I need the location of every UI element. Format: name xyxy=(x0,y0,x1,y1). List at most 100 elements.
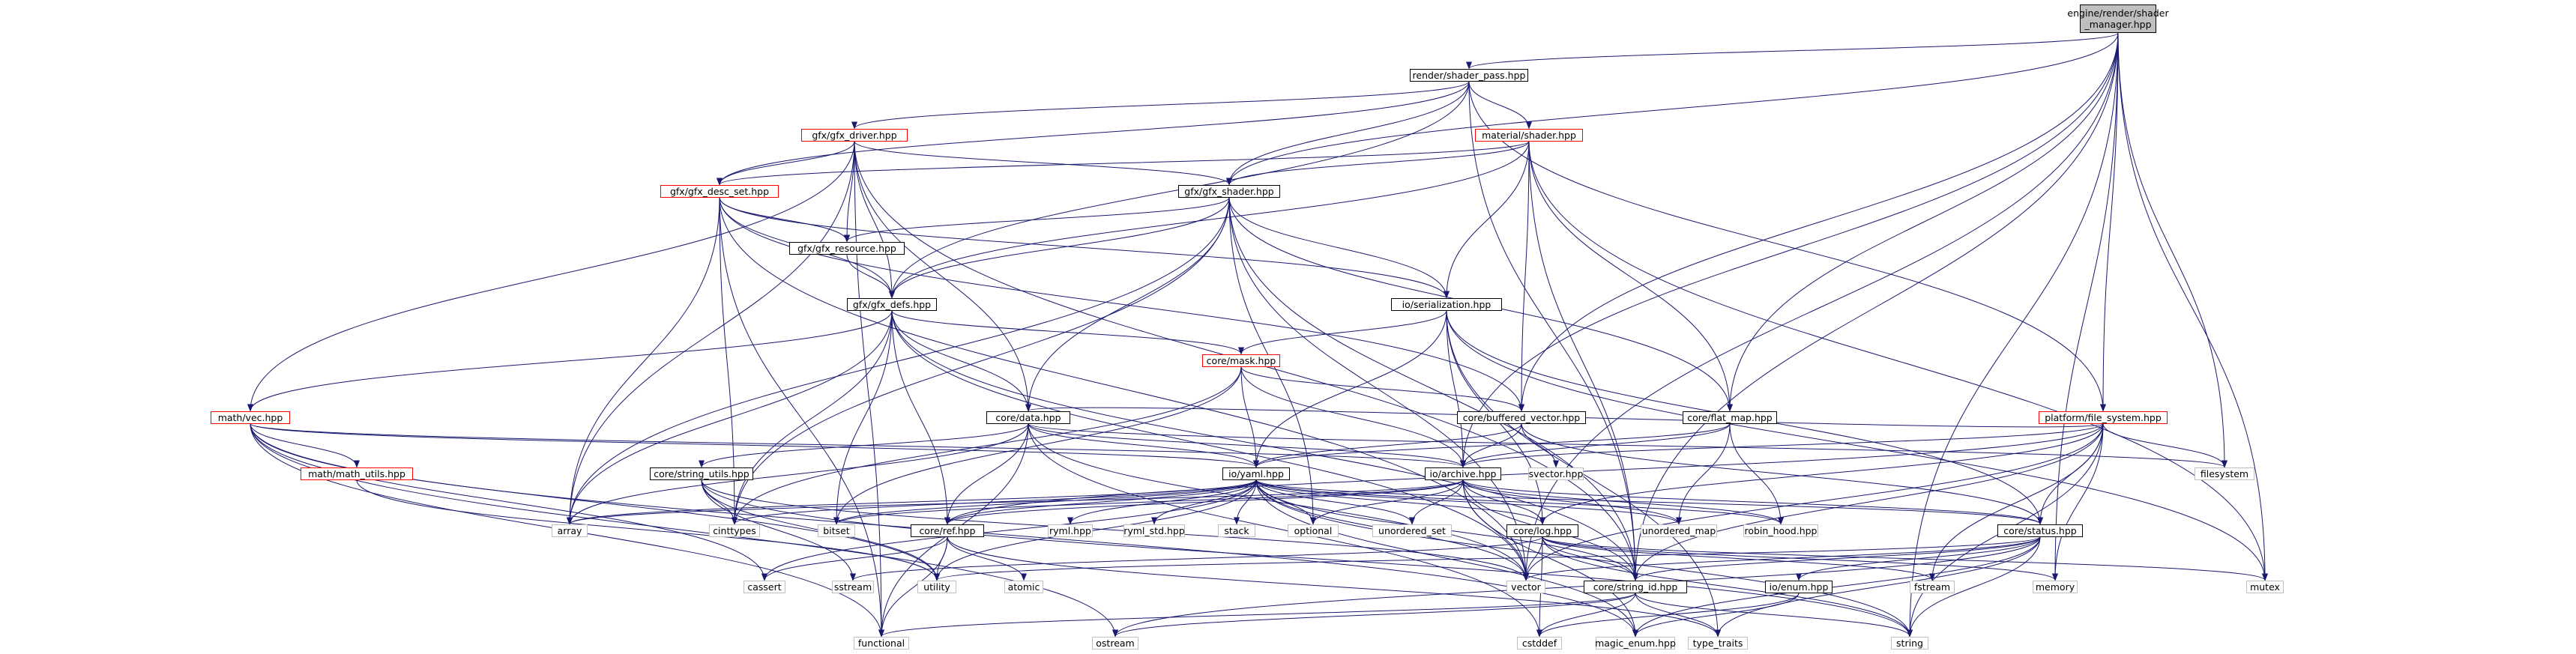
graph-node-gfx-desc-set[interactable]: gfx/gfx_desc_set.hpp xyxy=(660,184,779,198)
graph-node-unordered-set[interactable]: unordered_set xyxy=(1372,524,1452,537)
graph-node-stack[interactable]: stack xyxy=(1218,524,1255,537)
graph-node-core-data[interactable]: core/data.hpp xyxy=(986,411,1070,424)
graph-node-optional[interactable]: optional xyxy=(1288,524,1339,537)
graph-edge-io-yaml-to-stack xyxy=(1234,479,1257,525)
graph-node-core-string-utils[interactable]: core/string_utils.hpp xyxy=(650,467,753,480)
graph-node-core-log[interactable]: core/log.hpp xyxy=(1506,524,1578,537)
graph-node-gfx-defs[interactable]: gfx/gfx_defs.hpp xyxy=(847,297,937,311)
graph-edge-root-to-core-string-id xyxy=(1632,32,2119,581)
graph-edge-core-status-to-magic-enum xyxy=(1632,536,2041,638)
graph-edge-core-data-to-io-archive xyxy=(1028,423,1466,468)
graph-edge-core-status-to-vector xyxy=(1523,536,2041,581)
graph-edge-core-data-to-core-string-utils xyxy=(699,423,1029,468)
graph-node-vector[interactable]: vector xyxy=(1506,580,1545,593)
graph-node-sstream[interactable]: sstream xyxy=(832,580,874,593)
graph-node-string[interactable]: string xyxy=(1891,636,1928,650)
graph-edge-gfx-desc-set-to-cinttypes xyxy=(719,197,737,525)
graph-node-mutex[interactable]: mutex xyxy=(2246,580,2284,593)
graph-node-atomic[interactable]: atomic xyxy=(1004,580,1043,593)
graph-node-io-serialization[interactable]: io/serialization.hpp xyxy=(1391,297,1502,311)
graph-edge-core-string-utils-to-string xyxy=(701,479,1913,638)
graph-edge-gfx-desc-set-to-vector xyxy=(719,197,1529,581)
graph-edge-core-string-id-to-cstddef xyxy=(1536,593,1636,638)
graph-node-core-flat-map[interactable]: core/flat_map.hpp xyxy=(1683,411,1777,424)
graph-node-root[interactable]: engine/render/shader _manager.hpp xyxy=(2067,4,2169,33)
graph-edge-gfx-defs-to-core-string-id xyxy=(891,310,1638,581)
graph-node-core-mask[interactable]: core/mask.hpp xyxy=(1202,354,1280,367)
graph-node-ostream[interactable]: ostream xyxy=(1092,636,1138,650)
graph-node-gfx-resource[interactable]: gfx/gfx_resource.hpp xyxy=(789,241,905,255)
graph-node-math-utils[interactable]: math/math_utils.hpp xyxy=(301,467,413,480)
graph-edge-shader-pass-to-material-shader xyxy=(1468,81,1532,130)
graph-edge-core-log-to-fstream xyxy=(1542,536,1935,581)
graph-node-platform-fs[interactable]: platform/file_system.hpp xyxy=(2039,411,2168,424)
graph-node-functional[interactable]: functional xyxy=(854,636,909,650)
graph-node-ryml[interactable]: ryml.hpp xyxy=(1048,524,1093,537)
graph-edge-io-yaml-to-core-status xyxy=(1255,479,2043,525)
graph-node-core-ref[interactable]: core/ref.hpp xyxy=(911,524,984,537)
graph-edge-core-flat-map-to-robin-hood xyxy=(1729,423,1784,525)
graph-edge-io-archive-to-optional xyxy=(1310,479,1464,525)
graph-edge-core-log-to-sstream xyxy=(850,536,1543,581)
graph-edge-root-to-gfx-shader xyxy=(1226,32,2119,186)
graph-node-gfx-driver[interactable]: gfx/gfx_driver.hpp xyxy=(801,128,908,142)
graph-edge-io-serialization-to-io-yaml xyxy=(1253,310,1447,468)
graph-edge-io-enum-to-magic-enum xyxy=(1632,593,1800,638)
graph-edge-io-yaml-to-cinttypes xyxy=(732,479,1257,525)
graph-node-utility[interactable]: utility xyxy=(917,580,956,593)
graph-node-magic-enum[interactable]: magic_enum.hpp xyxy=(1595,636,1676,650)
graph-edge-gfx-driver-to-math-vec xyxy=(247,141,855,412)
graph-node-fstream[interactable]: fstream xyxy=(1910,580,1955,593)
graph-edge-gfx-defs-to-cinttypes xyxy=(732,310,893,525)
graph-edge-core-string-id-to-functional xyxy=(878,593,1636,638)
graph-node-cstddef[interactable]: cstddef xyxy=(1517,636,1562,650)
graph-node-memory[interactable]: memory xyxy=(2033,580,2078,593)
graph-edge-core-status-to-string xyxy=(1907,536,2041,638)
graph-edge-gfx-defs-to-array xyxy=(567,310,893,525)
graph-node-math-vec[interactable]: math/vec.hpp xyxy=(211,411,290,424)
graph-node-gfx-shader[interactable]: gfx/gfx_shader.hpp xyxy=(1178,184,1280,198)
graph-edge-gfx-desc-set-to-functional xyxy=(719,197,884,638)
graph-node-io-enum[interactable]: io/enum.hpp xyxy=(1765,580,1833,593)
graph-edge-gfx-driver-to-core-data xyxy=(854,141,1031,412)
graph-node-io-archive[interactable]: io/archive.hpp xyxy=(1425,467,1501,480)
graph-edge-core-string-utils-to-vector xyxy=(701,479,1529,581)
graph-edge-shader-pass-to-gfx-desc-set xyxy=(717,81,1470,186)
graph-edge-io-serialization-to-io-archive xyxy=(1446,310,1466,468)
graph-edge-root-to-shader-pass xyxy=(1466,32,2119,70)
graph-edge-material-shader-to-core-flat-map xyxy=(1528,141,1733,412)
graph-edge-core-buffered-vector-to-io-yaml xyxy=(1253,423,1522,468)
graph-edge-core-ref-to-atomic xyxy=(947,536,1027,581)
graph-node-filesystem[interactable]: filesystem xyxy=(2195,467,2254,480)
graph-node-core-buffered-vector[interactable]: core/buffered_vector.hpp xyxy=(1457,411,1586,424)
graph-node-cassert[interactable]: cassert xyxy=(743,580,785,593)
graph-edge-gfx-defs-to-core-data xyxy=(891,310,1031,412)
graph-edge-platform-fs-to-core-ref xyxy=(944,423,2104,525)
graph-edge-core-mask-to-io-archive xyxy=(1240,366,1466,468)
graph-node-bitset[interactable]: bitset xyxy=(818,524,855,537)
graph-edge-math-vec-to-io-yaml xyxy=(250,423,1259,468)
graph-edge-io-archive-to-core-ref xyxy=(944,479,1464,525)
graph-edge-core-string-id-to-string xyxy=(1635,593,1913,638)
graph-edge-io-archive-to-magic-enum xyxy=(1462,479,1638,638)
graph-edge-math-vec-to-cassert xyxy=(250,423,767,581)
graph-node-array[interactable]: array xyxy=(552,524,588,537)
graph-edge-io-yaml-to-unordered-map xyxy=(1255,479,1682,525)
graph-node-core-status[interactable]: core/status.hpp xyxy=(1997,524,2083,537)
graph-edge-root-to-string xyxy=(1907,32,2119,638)
graph-node-ryml-std[interactable]: ryml_std.hpp xyxy=(1123,524,1185,537)
graph-edge-core-status-to-type-traits xyxy=(1715,536,2041,638)
graph-node-unordered-map[interactable]: unordered_map xyxy=(1641,524,1717,537)
graph-node-type-traits[interactable]: type_traits xyxy=(1688,636,1748,650)
graph-edge-core-log-to-core-string-id xyxy=(1542,536,1638,581)
graph-node-shader-pass[interactable]: render/shader_pass.hpp xyxy=(1410,68,1528,82)
graph-edge-material-shader-to-io-serialization xyxy=(1444,141,1530,299)
graph-edge-core-status-to-utility xyxy=(934,536,2041,581)
graph-node-svector[interactable]: svector.hpp xyxy=(1528,467,1584,480)
graph-node-cinttypes[interactable]: cinttypes xyxy=(709,524,760,537)
graph-node-robin-hood[interactable]: robin_hood.hpp xyxy=(1743,524,1818,537)
graph-node-io-yaml[interactable]: io/yaml.hpp xyxy=(1222,467,1290,480)
graph-node-material-shader[interactable]: material/shader.hpp xyxy=(1475,128,1583,142)
graph-node-core-string-id[interactable]: core/string_id.hpp xyxy=(1584,580,1687,593)
